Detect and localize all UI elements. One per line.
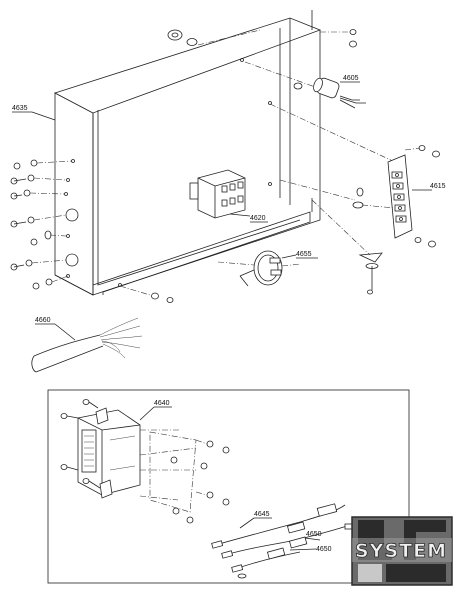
wire-harness-4645: 4645 4650 4650 [211, 503, 356, 579]
lower-bracket [311, 199, 383, 295]
top-grommet [167, 29, 261, 46]
box-bottom-screw [119, 285, 174, 303]
cable-4660: 4660 [31, 317, 143, 373]
enclosure-box [53, 10, 322, 296]
label-4650-lower: 4650 [316, 546, 332, 553]
mounting-plate [139, 429, 230, 524]
label-4635: 4635 [12, 105, 28, 112]
label-4615: 4615 [430, 183, 446, 190]
label-4620: 4620 [250, 215, 266, 222]
callout-4635: 4635 [12, 105, 56, 121]
logo-text: SYSTEM [355, 540, 447, 562]
terminal-block-4615: 4615 [269, 103, 446, 248]
label-4640: 4640 [154, 400, 170, 407]
relay-4620: 4620 [189, 169, 268, 223]
top-right-fastener [320, 29, 357, 48]
left-screws [10, 159, 73, 290]
transformer-4640: 4640 [60, 399, 172, 499]
thermostat-4655: 4655 [217, 250, 318, 287]
label-4655: 4655 [296, 251, 312, 258]
label-4605: 4605 [343, 75, 359, 82]
transformer-detail-frame [47, 389, 410, 584]
system-logo: SYSTEM [351, 516, 453, 586]
capacitor-4605: 4605 [244, 61, 366, 109]
label-4650-upper: 4650 [306, 531, 322, 538]
label-4660: 4660 [35, 317, 51, 324]
label-4645: 4645 [254, 511, 270, 518]
